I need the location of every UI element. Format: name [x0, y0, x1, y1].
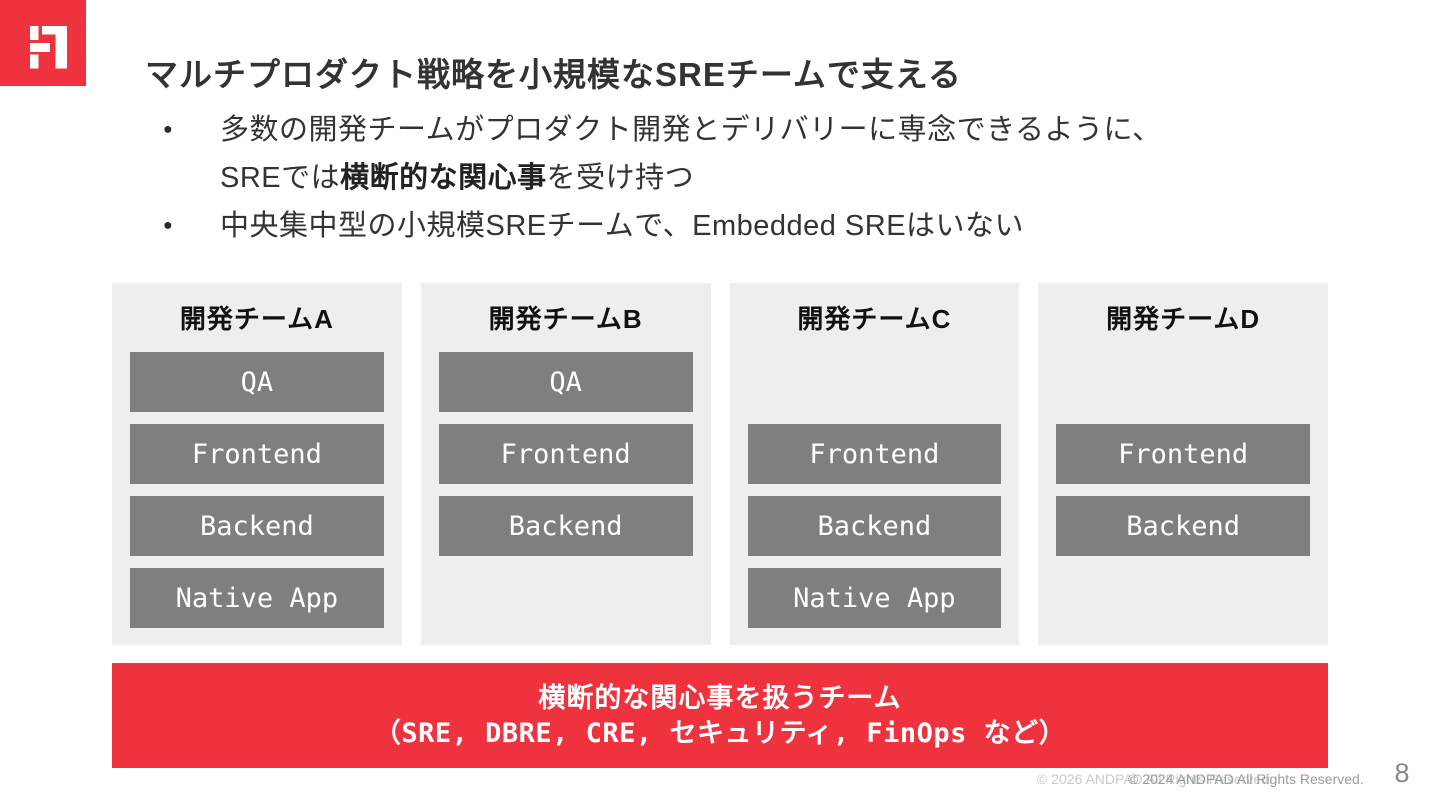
bullet-list: ● 多数の開発チームがプロダクト開発とデリバリーに専念できるように、 SREでは…: [163, 106, 1403, 250]
bullet-item-1: ● 多数の開発チームがプロダクト開発とデリバリーに専念できるように、 SREでは…: [163, 106, 1403, 202]
team-box: Backend: [130, 496, 384, 556]
copyright-text-back: © 2026 ANDPAD All Rights Reserved.: [1037, 771, 1273, 787]
team-box: [748, 352, 1002, 412]
team-panel-title: 開発チームC: [797, 304, 952, 334]
banner-line-2: （SRE, DBRE, CRE, セキュリティ, FinOps など）: [373, 717, 1067, 749]
team-box: [1056, 568, 1310, 628]
bullet-1-line-2: SREでは横断的な関心事を受け持つ: [220, 154, 1162, 202]
team-box: [439, 568, 693, 628]
team-box: [1056, 352, 1310, 412]
team-panel-c: 開発チームC Frontend Backend Native App: [729, 283, 1020, 645]
team-panel-a: 開発チームA QA Frontend Backend Native App: [112, 283, 402, 645]
bullet-text-2: 中央集中型の小規模SREチームで、Embedded SREはいない: [220, 210, 1025, 242]
banner-line-1: 横断的な関心事を扱うチーム: [538, 682, 902, 713]
team-diagram: 開発チームA QA Frontend Backend Native App 開発…: [112, 283, 1328, 645]
team-panel-title: 開発チームD: [1106, 304, 1261, 334]
bullet-dot: ●: [163, 217, 173, 234]
team-box: Native App: [130, 568, 384, 628]
team-box: Frontend: [130, 424, 384, 484]
team-box: QA: [438, 352, 693, 412]
bullet-1-line-2-pre: SREでは: [220, 162, 341, 194]
team-box: Backend: [438, 496, 693, 556]
page-title: マルチプロダクト戦略を小規模なSREチームで支える: [145, 56, 962, 94]
team-panel-d: 開発チームD Frontend Backend: [1038, 283, 1328, 645]
team-box: Frontend: [438, 424, 693, 484]
team-box: Frontend: [1056, 424, 1310, 484]
team-box: Backend: [747, 496, 1002, 556]
bullet-1-line-1: 多数の開発チームがプロダクト開発とデリバリーに専念できるように、: [220, 114, 1162, 146]
team-box: Native App: [747, 568, 1002, 628]
copyright-text-front: © 2024 ANDPAD All Rights Reserved.: [1128, 771, 1364, 787]
bullet-dot: ●: [163, 121, 173, 138]
andpad-logo: [0, 0, 86, 86]
team-box: Frontend: [747, 424, 1002, 484]
page-number: 8: [1394, 758, 1410, 788]
bullet-text-1: 多数の開発チームがプロダクト開発とデリバリーに専念できるように、 SREでは横断…: [220, 106, 1162, 202]
bullet-1-line-2-bold: 横断的な関心事: [340, 162, 547, 194]
cross-cutting-team-banner: 横断的な関心事を扱うチーム （SRE, DBRE, CRE, セキュリティ, F…: [112, 663, 1328, 768]
team-box: QA: [130, 352, 384, 412]
team-box: Backend: [1056, 496, 1310, 556]
team-panel-title: 開発チームA: [179, 304, 334, 334]
team-panel-title: 開発チームB: [488, 304, 643, 334]
bullet-1-line-2-post: を受け持つ: [546, 162, 695, 194]
andpad-logo-icon: [0, 0, 86, 86]
bullet-item-2: ● 中央集中型の小規模SREチームで、Embedded SREはいない: [163, 202, 1403, 250]
team-panel-b: 開発チームB QA Frontend Backend: [420, 283, 711, 645]
